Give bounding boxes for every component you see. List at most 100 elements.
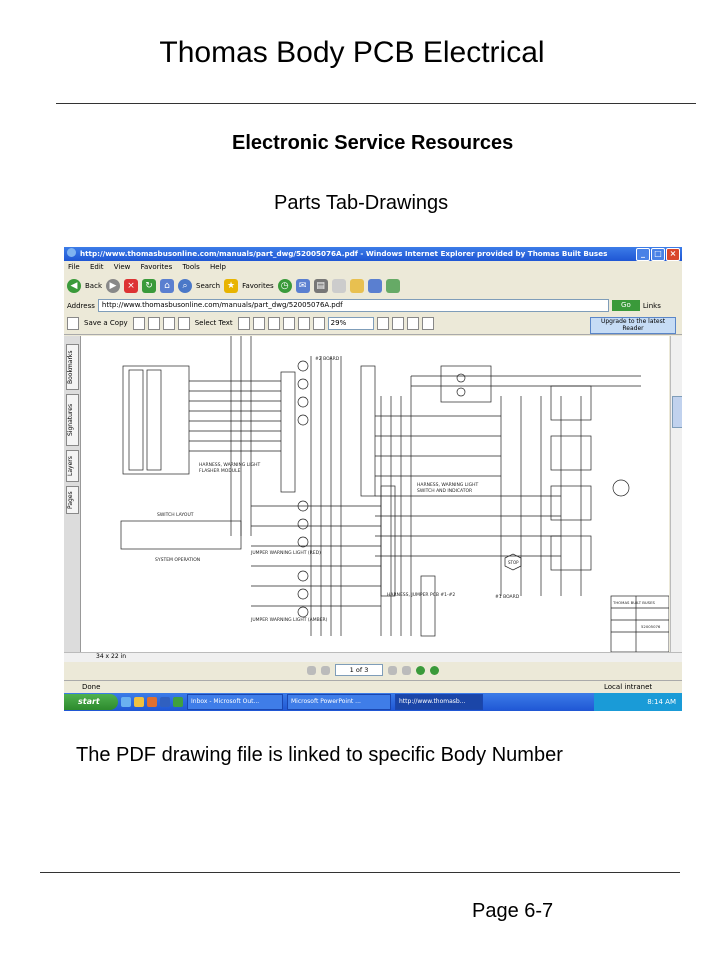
forward-arrow-icon[interactable]: ▶ xyxy=(106,279,120,293)
search-icon[interactable]: ⌕ xyxy=(178,279,192,293)
mail-icon[interactable]: ✉ xyxy=(295,279,310,293)
zoom-select[interactable]: 29% xyxy=(327,317,374,330)
menu-file[interactable]: File xyxy=(68,263,80,271)
subtitle: Parts Tab-Drawings xyxy=(274,192,449,214)
actual-size-icon[interactable] xyxy=(267,317,280,330)
show-desktop-icon[interactable] xyxy=(121,697,131,707)
zoom-in-icon[interactable] xyxy=(252,317,265,330)
task-powerpoint[interactable]: Microsoft PowerPoint ... xyxy=(287,694,391,710)
minimize-button[interactable]: _ xyxy=(636,248,650,261)
find-binoculars-icon[interactable] xyxy=(162,317,175,330)
window-title: http://www.thomasbusonline.com/manuals/p… xyxy=(80,249,608,258)
page-number: Page 6-7 xyxy=(472,900,554,922)
edit-icon[interactable] xyxy=(331,279,346,293)
save-copy-icon[interactable] xyxy=(67,317,79,330)
menu-favorites[interactable]: Favorites xyxy=(140,263,173,271)
drawing-label-flasher-module: FLASHER MODULE xyxy=(199,468,241,474)
start-button[interactable]: start xyxy=(64,694,118,710)
section-title: Electronic Service Resources xyxy=(232,132,514,154)
taskbar: start Inbox - Microsoft Out... Microsoft… xyxy=(64,693,682,711)
horizontal-scrollbar[interactable] xyxy=(64,652,682,663)
drawing-label-system-operation: SYSTEM OPERATION xyxy=(155,557,200,563)
quicklaunch-powerpoint-icon[interactable] xyxy=(147,697,157,707)
clock: 8:14 AM xyxy=(647,698,676,706)
stop-icon[interactable]: × xyxy=(124,279,138,293)
save-copy-button[interactable]: Save a Copy xyxy=(84,319,128,327)
zoom-in-plus-icon[interactable] xyxy=(376,317,389,330)
window-titlebar: http://www.thomasbusonline.com/manuals/p… xyxy=(64,247,682,261)
browser-screenshot: http://www.thomasbusonline.com/manuals/p… xyxy=(64,247,682,711)
page-navigation: 1 of 3 xyxy=(64,662,682,678)
favorites-star-icon[interactable]: ★ xyxy=(224,279,239,293)
next-view-icon[interactable] xyxy=(430,665,439,675)
scroll-thumb[interactable] xyxy=(672,396,682,428)
snapshot-icon[interactable] xyxy=(237,317,250,330)
select-text-button[interactable]: Select Text xyxy=(194,319,233,327)
home-icon[interactable]: ⌂ xyxy=(160,279,174,293)
zoom-out-icon[interactable] xyxy=(312,317,325,330)
tab-bookmarks[interactable]: Bookmarks xyxy=(66,344,79,390)
tab-signatures[interactable]: Signatures xyxy=(66,394,79,446)
back-label[interactable]: Back xyxy=(85,282,102,290)
page-number-field[interactable]: 1 of 3 xyxy=(335,664,383,676)
rotate-icon[interactable] xyxy=(391,317,404,330)
quicklaunch-word-icon[interactable] xyxy=(160,697,170,707)
favorites-label[interactable]: Favorites xyxy=(242,282,274,290)
prev-page-icon[interactable] xyxy=(321,665,330,675)
bottom-divider xyxy=(40,872,680,873)
maximize-button[interactable]: □ xyxy=(651,248,665,261)
quicklaunch-outlook-icon[interactable] xyxy=(134,697,144,707)
go-button[interactable]: Go xyxy=(611,300,640,311)
drawing-label-2-board: #2 BOARD xyxy=(315,356,340,362)
status-done: Done xyxy=(82,683,101,691)
menu-tools[interactable]: Tools xyxy=(182,263,200,271)
upgrade-reader-button[interactable]: Upgrade to the latest Reader xyxy=(590,317,676,334)
drawing-label-jumper-amber: JUMPER WARNING LIGHT (AMBER) xyxy=(250,617,328,623)
search-label[interactable]: Search xyxy=(196,282,221,290)
task-browser[interactable]: http://www.thomasb... xyxy=(395,694,483,710)
pages-icon[interactable] xyxy=(406,317,419,330)
page-size-label: 34 x 22 in xyxy=(96,653,127,660)
menu-edit[interactable]: Edit xyxy=(89,263,104,271)
discuss-icon[interactable] xyxy=(349,279,364,293)
email-doc-icon[interactable] xyxy=(147,317,160,330)
prev-view-icon[interactable] xyxy=(416,665,425,675)
address-input[interactable]: http://www.thomasbusonline.com/manuals/p… xyxy=(97,299,609,312)
close-button[interactable]: × xyxy=(666,248,680,261)
ie-icon xyxy=(67,248,76,257)
help-icon[interactable] xyxy=(421,317,434,330)
refresh-icon[interactable]: ↻ xyxy=(142,279,156,293)
status-zone: Local intranet xyxy=(604,683,653,691)
top-divider xyxy=(56,103,696,104)
tab-pages[interactable]: Pages xyxy=(66,486,79,514)
drawing-label-jumper-pcb: HARNESS, JUMPER PCB #1-#2 xyxy=(387,592,455,598)
back-arrow-icon[interactable]: ◀ xyxy=(67,279,81,293)
flasher-module-box xyxy=(122,365,190,475)
research-icon[interactable] xyxy=(385,279,400,293)
links-label[interactable]: Links xyxy=(642,301,661,310)
browser-toolbar: ◀ Back ▶ × ↻ ⌂ ⌕ Search ★ Favorites ◷ ✉ … xyxy=(64,274,682,298)
fit-width-icon[interactable] xyxy=(297,317,310,330)
hand-tool-icon[interactable] xyxy=(177,317,190,330)
messenger-icon[interactable] xyxy=(367,279,382,293)
print-doc-icon[interactable] xyxy=(132,317,145,330)
address-label: Address xyxy=(67,301,95,310)
pdf-viewer[interactable]: #2 BOARD HARNESS, WARNING LIGHT FLASHER … xyxy=(81,336,669,652)
history-icon[interactable]: ◷ xyxy=(277,279,292,293)
drawing-label-stop: STOP xyxy=(508,560,519,565)
quicklaunch-excel-icon[interactable] xyxy=(173,697,183,707)
last-page-icon[interactable] xyxy=(402,665,411,675)
vertical-scrollbar[interactable] xyxy=(670,336,682,652)
drawing-label-jumper-red: JUMPER WARNING LIGHT (RED) xyxy=(250,550,321,556)
navigation-side-panel: Bookmarks Signatures Layers Pages xyxy=(64,336,81,652)
stop-sign-symbol xyxy=(504,553,522,571)
fit-page-icon[interactable] xyxy=(282,317,295,330)
first-page-icon[interactable] xyxy=(307,665,316,675)
print-icon[interactable]: ▤ xyxy=(313,279,328,293)
task-outlook[interactable]: Inbox - Microsoft Out... xyxy=(187,694,283,710)
window-controls: _ □ × xyxy=(636,248,680,261)
menu-view[interactable]: View xyxy=(113,263,131,271)
menu-help[interactable]: Help xyxy=(209,263,226,271)
next-page-icon[interactable] xyxy=(388,665,397,675)
tab-layers[interactable]: Layers xyxy=(66,450,79,482)
